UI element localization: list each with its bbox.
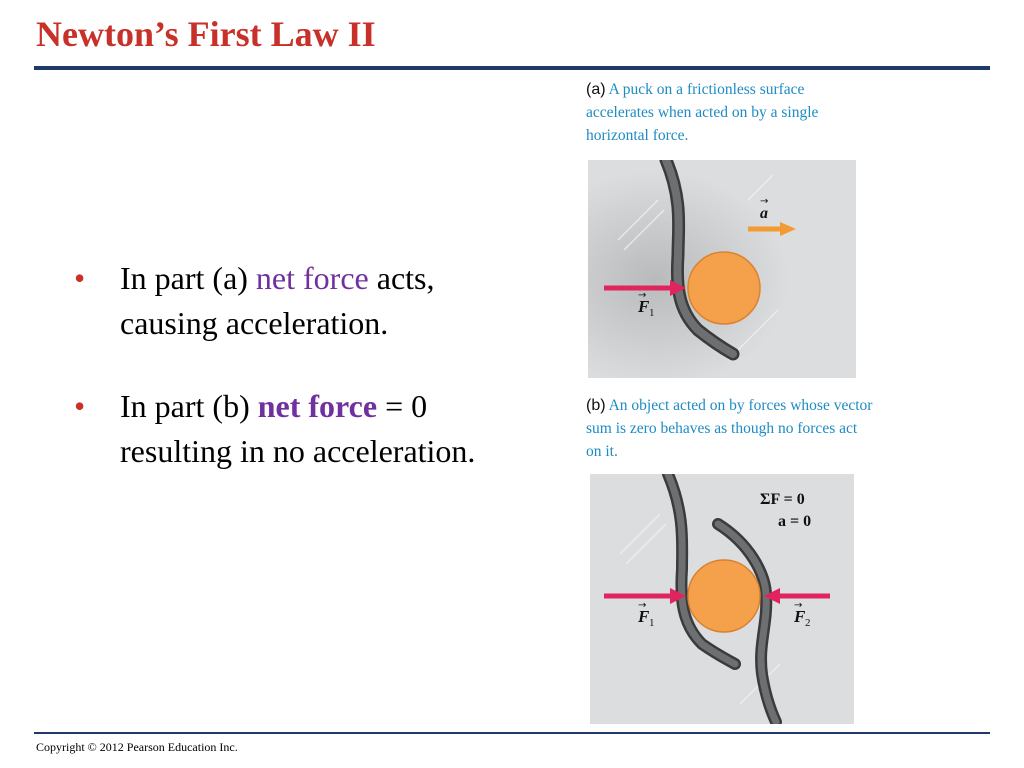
figure-a-caption: (a) A puck on a frictionless surface acc… [586, 78, 876, 147]
bullet-highlight: net force [257, 388, 378, 424]
figure-b-caption: (b) An object acted on by forces whose v… [586, 394, 876, 463]
force-arrow-f1 [604, 588, 686, 604]
puck [687, 251, 761, 325]
figure-b-caption-text: An object acted on by forces whose vecto… [586, 397, 873, 460]
surface-glare [617, 174, 779, 361]
vector-arrow-glyph: → [638, 290, 646, 301]
net-force-label: ΣF = 0 [760, 491, 805, 508]
bullet-text-prefix: In part (a) [120, 260, 256, 296]
force-label-f1: F [637, 607, 650, 626]
slide-title: Newton’s First Law II [36, 14, 376, 54]
accel-label: a [760, 205, 768, 222]
force-label-f2: F [793, 607, 806, 626]
bullet-item-a: • In part (a) net force acts, causing ac… [70, 256, 530, 346]
stick-right-highlight [714, 520, 780, 724]
bullet-text-suffix: acts, causing acceleration. [120, 260, 435, 341]
vector-arrow-glyph: → [638, 600, 646, 611]
force-arrow-f1 [604, 280, 686, 296]
title-divider [34, 66, 990, 70]
copyright-footer: Copyright © 2012 Pearson Education Inc. [36, 740, 238, 754]
vector-arrow-glyph: → [760, 196, 768, 207]
force-label-f1: F [637, 297, 650, 316]
stick-left-highlight [664, 474, 739, 668]
bullet-highlight: net force [255, 260, 369, 296]
figure-a-label: (a) [586, 81, 606, 98]
figure-b-panel: ΣF = 0 a = 0 F 1 → F 2 → [590, 474, 854, 724]
bullet-item-b: • In part (b) net force = 0 resulting in… [70, 384, 530, 474]
bullet-marker: • [74, 260, 86, 296]
force-arrow-f2 [764, 588, 830, 604]
figure-b-label: (b) [586, 397, 606, 414]
force-label-f2-sub: 2 [805, 617, 811, 629]
figure-a-caption-text: A puck on a frictionless surface acceler… [586, 81, 819, 144]
puck [687, 559, 761, 633]
bullet-text-prefix: In part (b) [120, 388, 258, 424]
zero-accel-label: a = 0 [778, 513, 811, 530]
figure-b-diagram: ΣF = 0 a = 0 F 1 → F 2 → [590, 474, 854, 724]
acceleration-arrow [748, 222, 796, 236]
bullet-list: • In part (a) net force acts, causing ac… [70, 256, 530, 474]
bullet-text-suffix: = 0 resulting in no acceleration. [120, 388, 476, 469]
figure-a-panel: a → F 1 → [588, 160, 856, 378]
vector-arrow-glyph: → [794, 600, 802, 611]
footer-divider [34, 732, 990, 734]
force-label-f1-sub: 1 [649, 307, 655, 319]
bullet-marker: • [74, 388, 86, 424]
figure-a-diagram: a → F 1 → [588, 160, 856, 378]
force-label-f1-sub: 1 [649, 617, 655, 629]
